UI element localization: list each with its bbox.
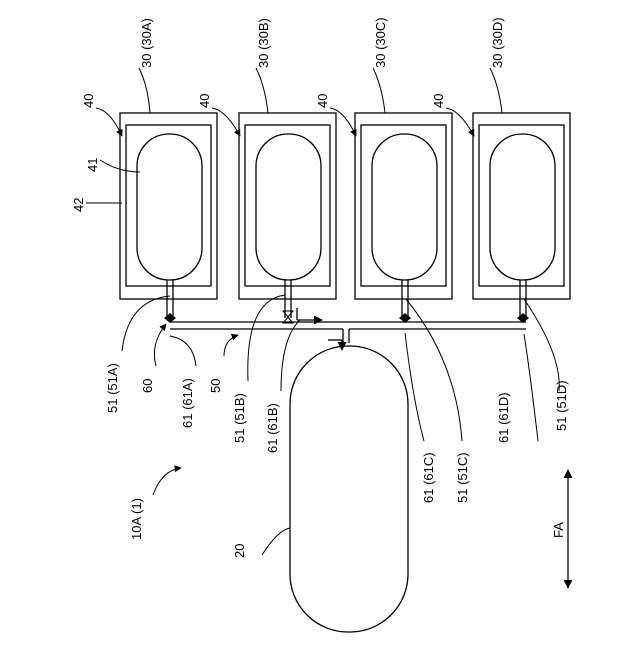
shell-label: 42 — [71, 198, 86, 212]
valve-label-d: 61 (61D) — [496, 392, 511, 443]
liner-b — [256, 134, 321, 280]
valve-group-label: 60 — [140, 379, 155, 393]
valve-label-a: 61 (61A) — [180, 378, 195, 428]
liner-label: 41 — [85, 158, 100, 172]
main-tank-label: 20 — [232, 544, 247, 558]
valve-label-b: 61 (61B) — [265, 403, 280, 453]
liner-c — [372, 134, 437, 280]
pipe-label-a: 51 (51A) — [105, 363, 120, 413]
system-label: 10A (1) — [129, 498, 144, 540]
tank-unit-a — [120, 113, 217, 323]
tank-unit-b — [239, 113, 336, 323]
box-label-d: 30 (30D) — [490, 17, 505, 68]
valve-label-c: 61 (61C) — [421, 452, 436, 503]
box-label-a: 30 (30A) — [139, 18, 154, 68]
direction-label: FA — [551, 522, 566, 538]
liner-d — [490, 134, 555, 280]
inner-label-a: 40 — [81, 94, 96, 108]
inner-label-b: 40 — [197, 94, 212, 108]
tank-unit-d — [473, 113, 570, 323]
manifold-label: 50 — [208, 379, 223, 393]
inner-label-c: 40 — [315, 94, 330, 108]
pipe-label-b: 51 (51B) — [232, 393, 247, 443]
liner-a — [137, 134, 202, 280]
box-label-c: 30 (30C) — [373, 17, 388, 68]
box-label-b: 30 (30B) — [256, 18, 271, 68]
tank-unit-c — [355, 113, 452, 323]
leader-lines — [86, 68, 559, 555]
pipe-label-c: 51 (51C) — [455, 452, 470, 503]
inner-label-d: 40 — [431, 94, 446, 108]
pipe-label-d: 51 (51D) — [554, 380, 569, 431]
main-tank — [290, 346, 408, 632]
label-layer: 30 (30A) 30 (30B) 30 (30C) 30 (30D) 40 4… — [71, 17, 569, 558]
